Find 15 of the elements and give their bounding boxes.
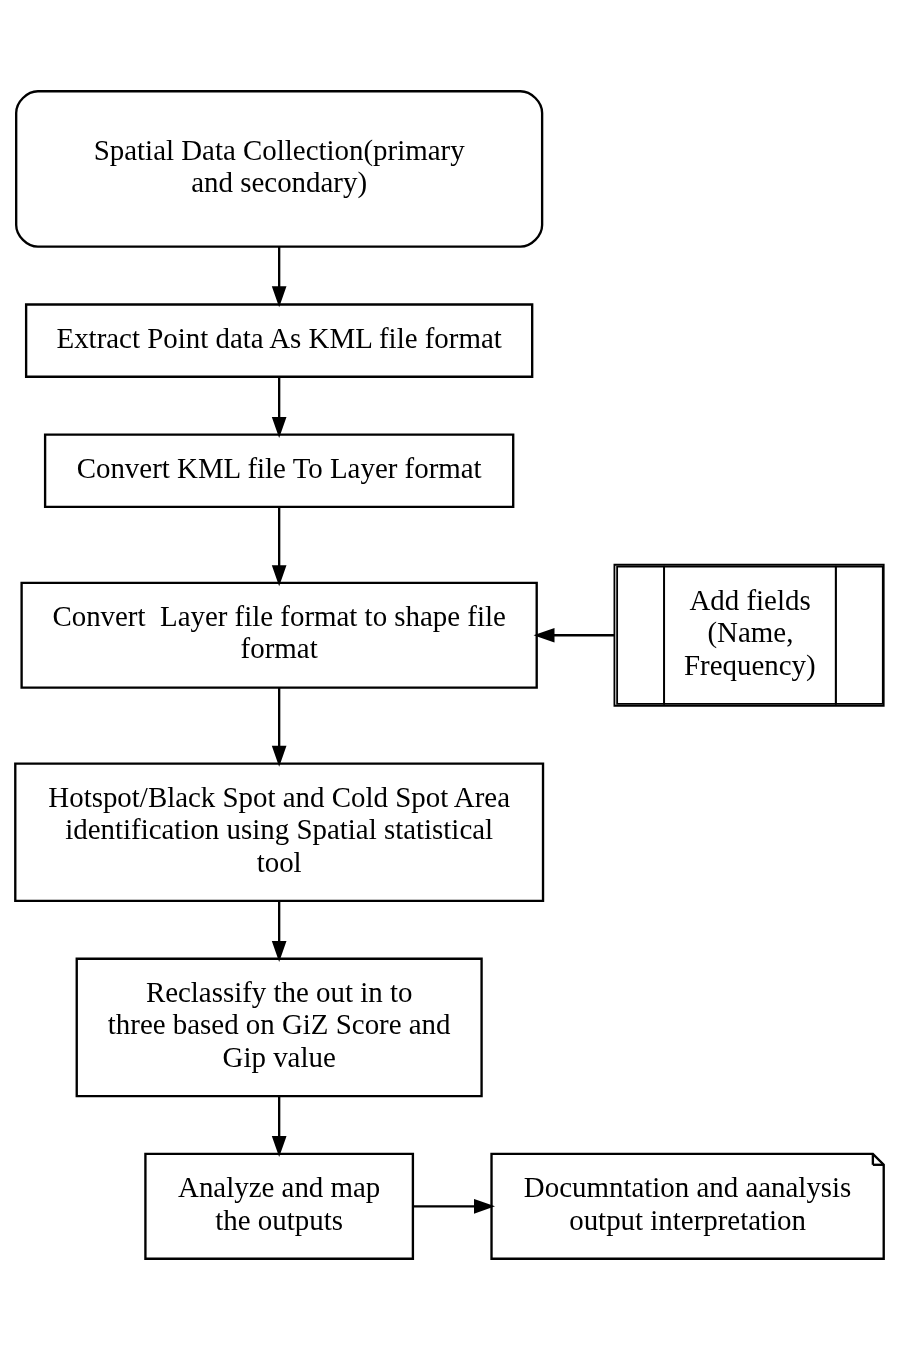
node-box: Spatial Data Collection(primary and secondary) bbox=[15, 90, 544, 248]
arrow bbox=[271, 687, 287, 767]
node-box: Reclassify the out in to three based on GiZ Score and Gip value bbox=[75, 957, 483, 1098]
arrow bbox=[271, 507, 287, 587]
node-box: Convert Layer file format to shape file format bbox=[20, 581, 538, 689]
arrow bbox=[271, 377, 287, 438]
arrow bbox=[413, 1199, 495, 1214]
node-box: Hotspot/Black Spot and Cold Spot Area identification using Spatial statistical tool bbox=[14, 762, 545, 903]
arrow bbox=[271, 1096, 287, 1158]
arrow bbox=[271, 246, 287, 308]
arrow bbox=[271, 901, 287, 962]
node-box: Extract Point data As KML file format bbox=[24, 303, 534, 378]
node-box: Analyze and map the outputs bbox=[144, 1152, 415, 1260]
node-box: Convert KML file To Layer format bbox=[43, 433, 515, 509]
arrow bbox=[533, 627, 615, 643]
